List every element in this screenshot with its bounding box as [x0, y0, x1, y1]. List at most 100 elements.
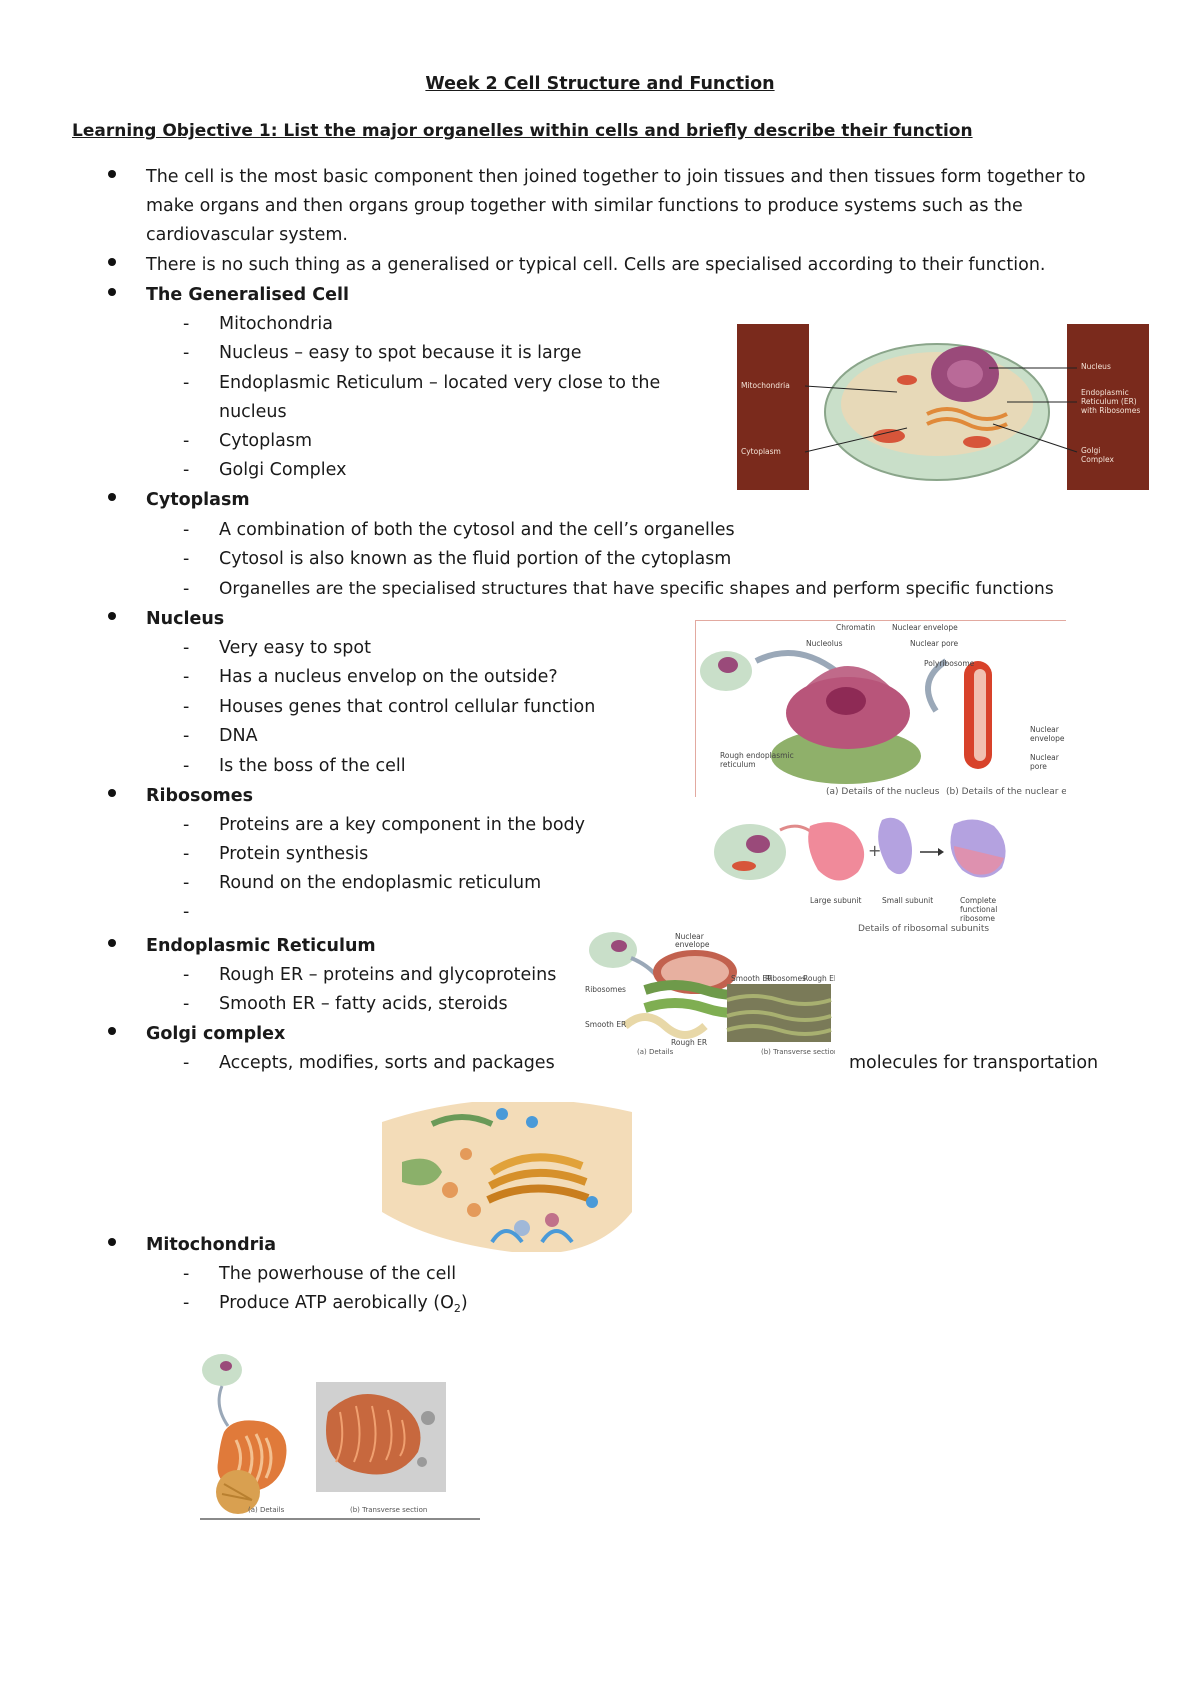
dash-marker: - — [183, 965, 190, 985]
dash-marker: - — [183, 697, 190, 717]
bullet-icon — [108, 789, 116, 797]
list-item: Proteins are a key component in the body — [219, 815, 586, 835]
atp-close: ) — [460, 1293, 468, 1313]
cell-illustration — [737, 324, 1149, 490]
figure-label: Large subunit — [810, 896, 862, 905]
intro-line-2: make organs and then organs group togeth… — [146, 196, 1023, 216]
figure-label: Nuclear envelope — [892, 623, 958, 632]
figure-label: Endoplasmic — [1081, 388, 1129, 397]
bullet-icon — [108, 939, 116, 947]
svg-text:+: + — [868, 841, 881, 860]
bullet-icon — [108, 258, 116, 266]
bullet-icon — [108, 1238, 116, 1246]
golgi-heading: Golgi complex — [146, 1024, 286, 1044]
er-heading: Endoplasmic Reticulum — [146, 936, 376, 956]
list-item: Protein synthesis — [219, 844, 369, 864]
intro-line-1: The cell is the most basic component the… — [146, 167, 1086, 187]
learning-objective-heading: Learning Objective 1: List the major org… — [72, 121, 973, 141]
er-illustration — [589, 932, 832, 1042]
figure-label: Nuclear pore — [910, 639, 959, 648]
figure-label: ribosome — [960, 914, 995, 923]
figure-caption: (a) Details — [248, 1506, 285, 1514]
figure-caption: (a) Details of the nucleus — [826, 787, 940, 797]
dash-marker: - — [183, 460, 190, 480]
mitochondria-heading: Mitochondria — [146, 1235, 277, 1255]
figure-caption: (a) Details — [637, 1048, 674, 1056]
figure-label: Smooth ER — [731, 974, 773, 983]
list-item: Smooth ER – fatty acids, steroids — [219, 994, 508, 1014]
bullet-icon — [108, 493, 116, 501]
list-item-atp: Produce ATP aerobically (O2) — [219, 1292, 468, 1320]
figure-caption: (b) Details of the nuclear envelope — [946, 787, 1066, 797]
figure-label: functional — [960, 905, 998, 914]
list-item-continuation: molecules for transportation — [849, 1053, 1099, 1073]
list-item: Round on the endoplasmic reticulum — [219, 873, 542, 893]
figure-label: Complete — [960, 896, 997, 905]
list-item: Very easy to spot — [219, 638, 371, 658]
list-item: Nucleus – easy to spot because it is lar… — [219, 343, 582, 363]
list-item: The powerhouse of the cell — [219, 1264, 457, 1284]
bullet-icon — [108, 288, 116, 296]
figure-label: Ribosomes — [585, 985, 626, 994]
figure-label: Nuclear — [1030, 753, 1059, 762]
list-item: Accepts, modifies, sorts and packages — [219, 1053, 555, 1073]
list-item: A combination of both the cytosol and th… — [219, 520, 735, 540]
figure-caption: (b) Transverse section — [350, 1506, 428, 1514]
list-item: Mitochondria — [219, 314, 333, 334]
generalised-cell-figure: Mitochondria Cytoplasm Nucleus Endoplasm… — [737, 324, 1149, 490]
figure-label: envelope — [675, 940, 710, 949]
nucleus-heading: Nucleus — [146, 609, 225, 629]
nucleus-illustration — [700, 650, 992, 784]
dash-marker: - — [183, 994, 190, 1014]
figure-label: Chromatin — [836, 623, 876, 632]
golgi-figure — [382, 1102, 632, 1252]
figure-label: Nuclear — [1030, 725, 1059, 734]
dash-marker: - — [183, 520, 190, 540]
dash-marker: - — [183, 579, 190, 599]
list-item: Has a nucleus envelop on the outside? — [219, 667, 558, 687]
dash-marker: - — [183, 314, 190, 334]
figure-label: Nuclear — [675, 932, 704, 941]
list-item: Cytosol is also known as the fluid porti… — [219, 549, 732, 569]
bullet-icon — [108, 1027, 116, 1035]
figure-label: Complex — [1081, 455, 1114, 464]
bullet-icon — [108, 170, 116, 178]
list-item: Endoplasmic Reticulum – located very clo… — [219, 373, 661, 393]
figure-label: envelope — [1030, 734, 1065, 743]
dash-marker: - — [183, 431, 190, 451]
figure-label: Reticulum (ER) — [1081, 397, 1137, 406]
list-item: Golgi Complex — [219, 460, 347, 480]
figure-label: Small subunit — [882, 896, 934, 905]
list-item: Cytoplasm — [219, 431, 313, 451]
figure-label: Cytoplasm — [741, 447, 781, 456]
figure-label: Nucleus — [1081, 362, 1111, 371]
dash-marker: - — [183, 844, 190, 864]
figure-label: Rough ER — [671, 1038, 708, 1047]
golgi-illustration — [382, 1102, 632, 1252]
generalised-cell-heading: The Generalised Cell — [146, 285, 349, 305]
figure-label: Nucleolus — [806, 639, 843, 648]
list-item: Rough ER – proteins and glycoproteins — [219, 965, 557, 985]
dash-marker: - — [183, 667, 190, 687]
dash-marker: - — [183, 1264, 190, 1284]
figure-caption: Details of ribosomal subunits — [858, 924, 990, 934]
list-item: Is the boss of the cell — [219, 756, 406, 776]
figure-caption: (b) Transverse section — [761, 1048, 835, 1056]
nucleus-figure: Chromatin Nuclear envelope Nucleolus Nuc… — [695, 620, 1066, 797]
figure-label: pore — [1030, 762, 1047, 771]
dash-marker: - — [183, 1293, 190, 1313]
dash-marker: - — [183, 873, 190, 893]
ribosome-figure: + Large subunit Small subunit Complete f… — [710, 810, 1030, 934]
er-figure: Nuclear envelope Ribosomes Smooth ER Rou… — [585, 930, 835, 1058]
dash-marker: - — [183, 373, 190, 393]
dash-marker: - — [183, 902, 190, 922]
ribosome-illustration: + — [714, 817, 1006, 881]
figure-label: with Ribosomes — [1081, 406, 1141, 415]
figure-label: Rough ER — [803, 974, 835, 983]
dash-marker: - — [183, 815, 190, 835]
intro-line-4: There is no such thing as a generalised … — [146, 255, 1046, 275]
figure-label: Mitochondria — [741, 381, 790, 390]
figure-label: reticulum — [720, 760, 756, 769]
dash-marker: - — [183, 638, 190, 658]
